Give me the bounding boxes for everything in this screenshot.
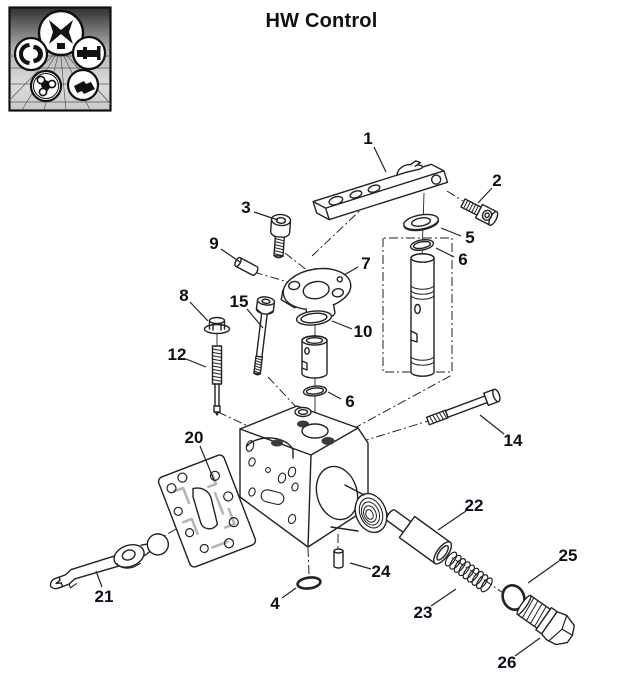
threaded-port-drawing bbox=[330, 484, 388, 534]
part-21-lever-arm-drawing bbox=[49, 533, 170, 590]
angle-fitting-icon bbox=[66, 68, 100, 102]
brand-logo bbox=[8, 6, 112, 112]
callout-leader-5-3 bbox=[440, 227, 462, 237]
part-12-adjusting-rod-drawing bbox=[211, 345, 223, 416]
callout-label-9-6: 9 bbox=[209, 234, 218, 253]
callout-label-1-0: 1 bbox=[363, 129, 372, 148]
part-20-gasket-drawing bbox=[157, 454, 257, 568]
part-4-oring-drawing bbox=[296, 576, 322, 590]
callout-label-2-1: 2 bbox=[492, 171, 501, 190]
part-15-bolt-drawing bbox=[253, 296, 276, 376]
part-3-screw-drawing bbox=[269, 213, 292, 259]
callout-leader-6-4 bbox=[435, 247, 455, 258]
part-10-oring-drawing bbox=[295, 310, 333, 326]
callout-leader-9-6 bbox=[220, 248, 241, 263]
callout-leader-14-12 bbox=[479, 414, 505, 435]
part-14-bolt-drawing bbox=[425, 388, 501, 426]
part-22-poppet-drawing bbox=[385, 509, 453, 565]
part-8-flange-nut-drawing bbox=[203, 316, 231, 335]
callout-leader-22-14 bbox=[437, 510, 467, 531]
callout-label-8-7: 8 bbox=[179, 286, 188, 305]
callout-label-6-11: 6 bbox=[345, 392, 354, 411]
callout-label-3-2: 3 bbox=[241, 198, 250, 217]
callout-label-10-9: 10 bbox=[354, 322, 373, 341]
callout-leader-26-20 bbox=[514, 637, 541, 657]
logo-medallions bbox=[13, 9, 107, 103]
callout-leader-1-0 bbox=[373, 146, 387, 173]
callout-label-24-16: 24 bbox=[372, 562, 391, 581]
callout-label-15-8: 15 bbox=[230, 292, 249, 311]
callout-label-5-3: 5 bbox=[465, 228, 474, 247]
part-26-hex-plug-drawing bbox=[516, 594, 575, 646]
callout-label-22-14: 22 bbox=[465, 496, 484, 515]
gasket-channels bbox=[172, 471, 236, 549]
callout-label-12-10: 12 bbox=[168, 345, 187, 364]
callout-leader-2-1 bbox=[477, 187, 493, 204]
butterfly-valve-icon bbox=[37, 9, 85, 57]
callout-label-26-20: 26 bbox=[498, 653, 517, 672]
callout-leader-7-5 bbox=[343, 266, 359, 276]
callout-leader-4-18 bbox=[281, 587, 297, 599]
part-1-lever-drawing bbox=[312, 160, 449, 221]
callout-leader-20-13 bbox=[199, 445, 215, 481]
valve-body-drawing bbox=[239, 405, 388, 548]
page-title: HW Control bbox=[265, 10, 378, 32]
callout-leader-12-10 bbox=[185, 358, 207, 368]
callout-leader-6-11 bbox=[327, 391, 342, 400]
part-5-washer-drawing bbox=[403, 213, 440, 232]
callout-label-14-12: 14 bbox=[504, 431, 523, 450]
tri-clamp-fitting-icon bbox=[29, 69, 63, 103]
part-6-oring-lower-drawing bbox=[302, 385, 328, 397]
callout-leader-3-2 bbox=[253, 211, 279, 221]
part-9-pin-drawing bbox=[234, 256, 259, 276]
callout-leader-10-9 bbox=[331, 320, 353, 330]
callout-leader-25-15 bbox=[527, 560, 560, 584]
ball-valve-icon bbox=[13, 36, 49, 72]
callout-leader-24-16 bbox=[349, 562, 372, 570]
part-6-oring-upper-drawing bbox=[409, 238, 435, 252]
callout-label-7-5: 7 bbox=[361, 254, 370, 273]
callout-label-23-19: 23 bbox=[414, 603, 433, 622]
callout-leader-8-7 bbox=[189, 301, 209, 322]
callout-leader-15-8 bbox=[246, 308, 264, 329]
callout-label-20-13: 20 bbox=[185, 428, 204, 447]
sleeve-drawing bbox=[301, 335, 328, 379]
callout-label-21-17: 21 bbox=[95, 587, 114, 606]
callout-label-25-15: 25 bbox=[559, 546, 578, 565]
spool-drawing bbox=[410, 253, 435, 377]
union-fitting-icon bbox=[71, 35, 107, 71]
callout-label-6-4: 6 bbox=[458, 250, 467, 269]
part-24-pin-drawing bbox=[333, 548, 344, 569]
callout-label-4-18: 4 bbox=[270, 594, 280, 613]
callout-leader-21-17 bbox=[95, 570, 103, 588]
part-23-spring-drawing bbox=[444, 551, 493, 593]
part-2-screw-drawing bbox=[460, 198, 499, 226]
callout-leader-23-19 bbox=[430, 588, 457, 607]
